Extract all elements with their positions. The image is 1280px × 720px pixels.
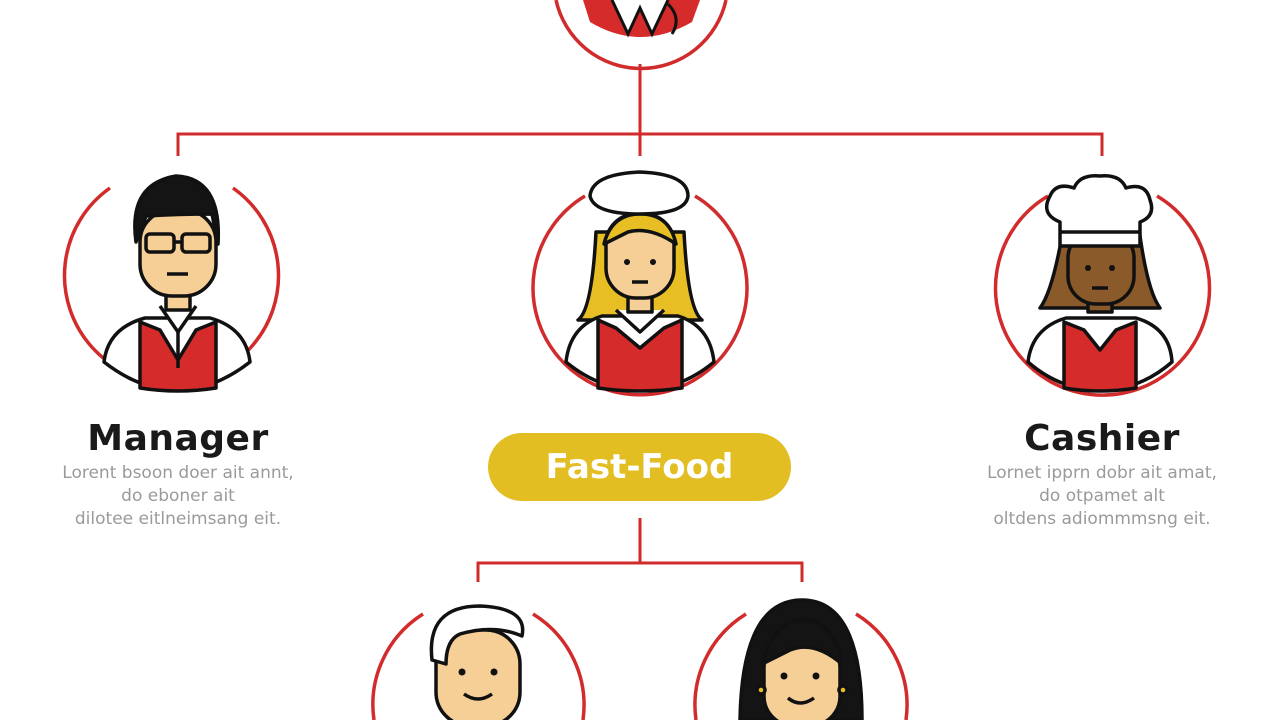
cashier-description: Lornet ipprn dobr ait amat, do otpamet a… <box>952 462 1252 531</box>
server-avatar-icon <box>531 170 749 397</box>
center-label-pill: Fast-Food <box>488 433 791 501</box>
chef-avatar-icon <box>993 174 1212 397</box>
manager-description: Lorent bsoon doer ait annt, do eboner ai… <box>28 462 328 531</box>
manager-description-line: dilotee eitlneimsang eit. <box>74 509 282 529</box>
connector-top-horizontal <box>176 132 1104 156</box>
cashier-description-line: oltdens adiommmsng eit. <box>993 509 1211 529</box>
manager-description-line: do eboner ait <box>121 486 235 506</box>
connector-lines <box>176 64 1104 582</box>
cashier-description-line: do otpamet alt <box>1039 486 1165 506</box>
manager-description-line: Lorent bsoon doer ait annt, <box>62 463 294 483</box>
manager-title: Manager <box>87 418 269 459</box>
crew-woman-avatar-icon <box>693 598 909 720</box>
cashier-title: Cashier <box>1024 418 1180 459</box>
connector-bottom-horizontal <box>476 561 804 582</box>
crew-member-avatar-icon <box>371 604 586 720</box>
cashier-description-line: Lornet ipprn dobr ait amat, <box>987 463 1217 483</box>
manager-avatar-icon <box>62 174 281 393</box>
top-executive-avatar-icon <box>554 0 728 71</box>
